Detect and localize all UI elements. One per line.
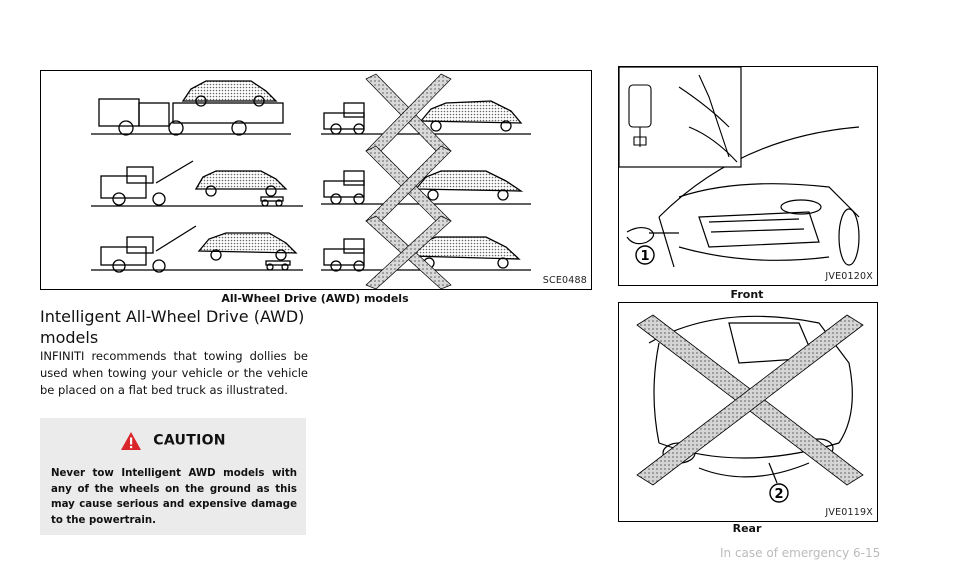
tow-truck-dolly: [91, 160, 303, 207]
figure-caption: All-Wheel Drive (AWD) models: [221, 292, 409, 305]
callout-2: 2: [774, 487, 783, 502]
caution-title: CAUTION: [153, 432, 226, 449]
prohibited-x-rear-b: [636, 314, 864, 486]
prohibited-x-3b: [365, 215, 452, 289]
wrong-tow-row-3: [321, 236, 531, 272]
front-towing-hook-figure: 1 JVE0120X: [618, 66, 878, 286]
car-on-flatbed: [181, 80, 278, 107]
page-footer: In case of emergency 6-15: [720, 546, 881, 560]
rear-towing-figure: 2 JVE0119X: [618, 302, 878, 522]
tow-truck-dolly-2: [91, 225, 303, 273]
figure-code: JVE0120X: [825, 271, 873, 282]
section-heading: Intelligent All-Wheel Drive (AWD) models: [40, 307, 305, 347]
figure-caption: Rear: [732, 522, 762, 535]
flatbed-truck: [91, 98, 291, 136]
rear-bumper-illustration: 2: [636, 314, 864, 503]
callout-1: 1: [640, 249, 649, 264]
section-body: INFINITI recommends that towing dollies …: [40, 349, 308, 397]
front-bumper-illustration: 1: [619, 67, 860, 268]
caution-text: Never tow Intelligent AWD models with an…: [51, 468, 297, 526]
caution-header: CAUTION: [40, 430, 306, 451]
figure-caption: Front: [730, 288, 764, 301]
warning-triangle-icon: [121, 431, 142, 450]
figure-code: SCE0488: [542, 275, 587, 286]
awd-towing-figure: SCE0488: [40, 70, 592, 290]
figure-code: JVE0119X: [825, 507, 873, 518]
caution-box: CAUTION Never tow Intelligent AWD models…: [40, 418, 306, 535]
awd-towing-illustration: [91, 73, 531, 289]
